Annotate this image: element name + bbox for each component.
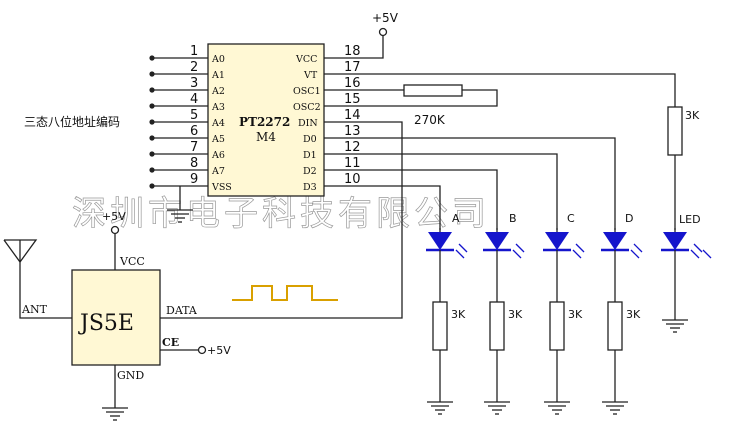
watermark-text: 深圳市电子科技有限公司 (72, 194, 490, 234)
pin-name: A5 (211, 134, 225, 145)
osc-resistor (403, 84, 463, 97)
pin-name: OSC1 (293, 86, 321, 97)
pin-number: 10 (344, 172, 361, 187)
module-ant-pin: ANT (21, 303, 48, 316)
pin-dot (149, 167, 155, 173)
led-power (661, 232, 712, 259)
pin-number: 6 (190, 124, 198, 139)
module-vcc-pin: VCC (119, 255, 145, 268)
pin-number: 11 (344, 156, 361, 171)
pin-number: 2 (190, 60, 198, 75)
led-label: D (625, 212, 633, 225)
pin-name: A3 (211, 102, 225, 113)
power-terminal (197, 345, 207, 355)
pin-dot (149, 87, 155, 93)
pin-dot (149, 103, 155, 109)
pin-number: 17 (344, 60, 361, 75)
led-label: A (452, 212, 460, 225)
led-a (426, 232, 468, 259)
led-label: LED (679, 213, 701, 226)
pin-name: DIN (298, 118, 318, 129)
pin-name: VSS (211, 182, 232, 193)
pin-number: 13 (344, 124, 361, 139)
pin-number: 7 (190, 140, 198, 155)
data-pulse-waveform (232, 285, 338, 301)
module-data-pin: DATA (166, 304, 198, 317)
pin-number: 15 (344, 92, 361, 107)
pin-name: D2 (303, 166, 317, 177)
pin-dot (149, 119, 155, 125)
pin-name: OSC2 (293, 102, 321, 113)
power-terminal (110, 225, 120, 235)
pin-number: 16 (344, 76, 361, 91)
pin-name: VT (303, 70, 318, 81)
pin-number: 4 (190, 92, 198, 107)
led-c (543, 232, 585, 259)
led-array: A B C D LED (426, 212, 712, 259)
resistor-label: 3K (451, 308, 466, 321)
chip-variant-label: M4 (256, 130, 276, 144)
pin-name: D1 (303, 150, 317, 161)
resistor-label: 3K (568, 308, 583, 321)
pin-name: A0 (211, 54, 225, 65)
module-vcc-label: +5V (102, 210, 126, 223)
led-d (601, 232, 643, 259)
top-vcc-label: +5V (372, 11, 399, 25)
chip-part-label: PT2272 (239, 115, 290, 129)
pin-dot (149, 55, 155, 61)
led-label: B (509, 212, 517, 225)
pin-name: A4 (211, 118, 225, 129)
js5e-module (71, 269, 161, 366)
resistor-label: 3K (626, 308, 641, 321)
pin-name: A2 (211, 86, 225, 97)
pin-name: A7 (211, 166, 225, 177)
pin-number: 9 (190, 172, 198, 187)
chip-right-pins: VCC VT OSC1 OSC2 DIN D0 D1 D2 D3 18 17 1… (293, 44, 361, 193)
vt-resistor (667, 106, 683, 156)
pin-name: D0 (303, 134, 317, 145)
module-ce-pin: CE (162, 336, 179, 349)
resistor-label: 3K (508, 308, 523, 321)
led-resistors: 3K 3K 3K 3K (426, 250, 689, 415)
pin-dot (149, 135, 155, 141)
chip-left-pins: 1 2 3 4 5 6 7 8 9 A0 A1 A2 A3 A4 A5 A6 A… (149, 44, 232, 193)
pin-name: VCC (295, 54, 317, 65)
vt-resistor-label: 3K (685, 109, 700, 122)
pin-number: 1 (190, 44, 198, 59)
pin-number: 18 (344, 44, 361, 59)
module-gnd-pin: GND (117, 369, 144, 382)
module-name: JS5E (78, 311, 134, 336)
power-terminal (378, 27, 388, 37)
pin-number: 12 (344, 140, 361, 155)
pin-number: 3 (190, 76, 198, 91)
pin-dot (149, 71, 155, 77)
osc-resistor-label: 270K (414, 113, 446, 127)
pin-dot (149, 151, 155, 157)
pt2272-chip (207, 43, 325, 197)
pin-number: 14 (344, 108, 361, 123)
pin-number: 8 (190, 156, 198, 171)
address-code-label: 三态八位地址编码 (24, 114, 120, 129)
led-b (483, 232, 525, 259)
pin-number: 5 (190, 108, 198, 123)
pin-name: A6 (211, 150, 225, 161)
pin-name: D3 (303, 182, 317, 193)
pin-dot (149, 183, 155, 189)
pin-name: A1 (211, 70, 225, 81)
antenna-icon (3, 239, 72, 319)
led-label: C (567, 212, 575, 225)
ce-supply-label: +5V (207, 344, 231, 357)
